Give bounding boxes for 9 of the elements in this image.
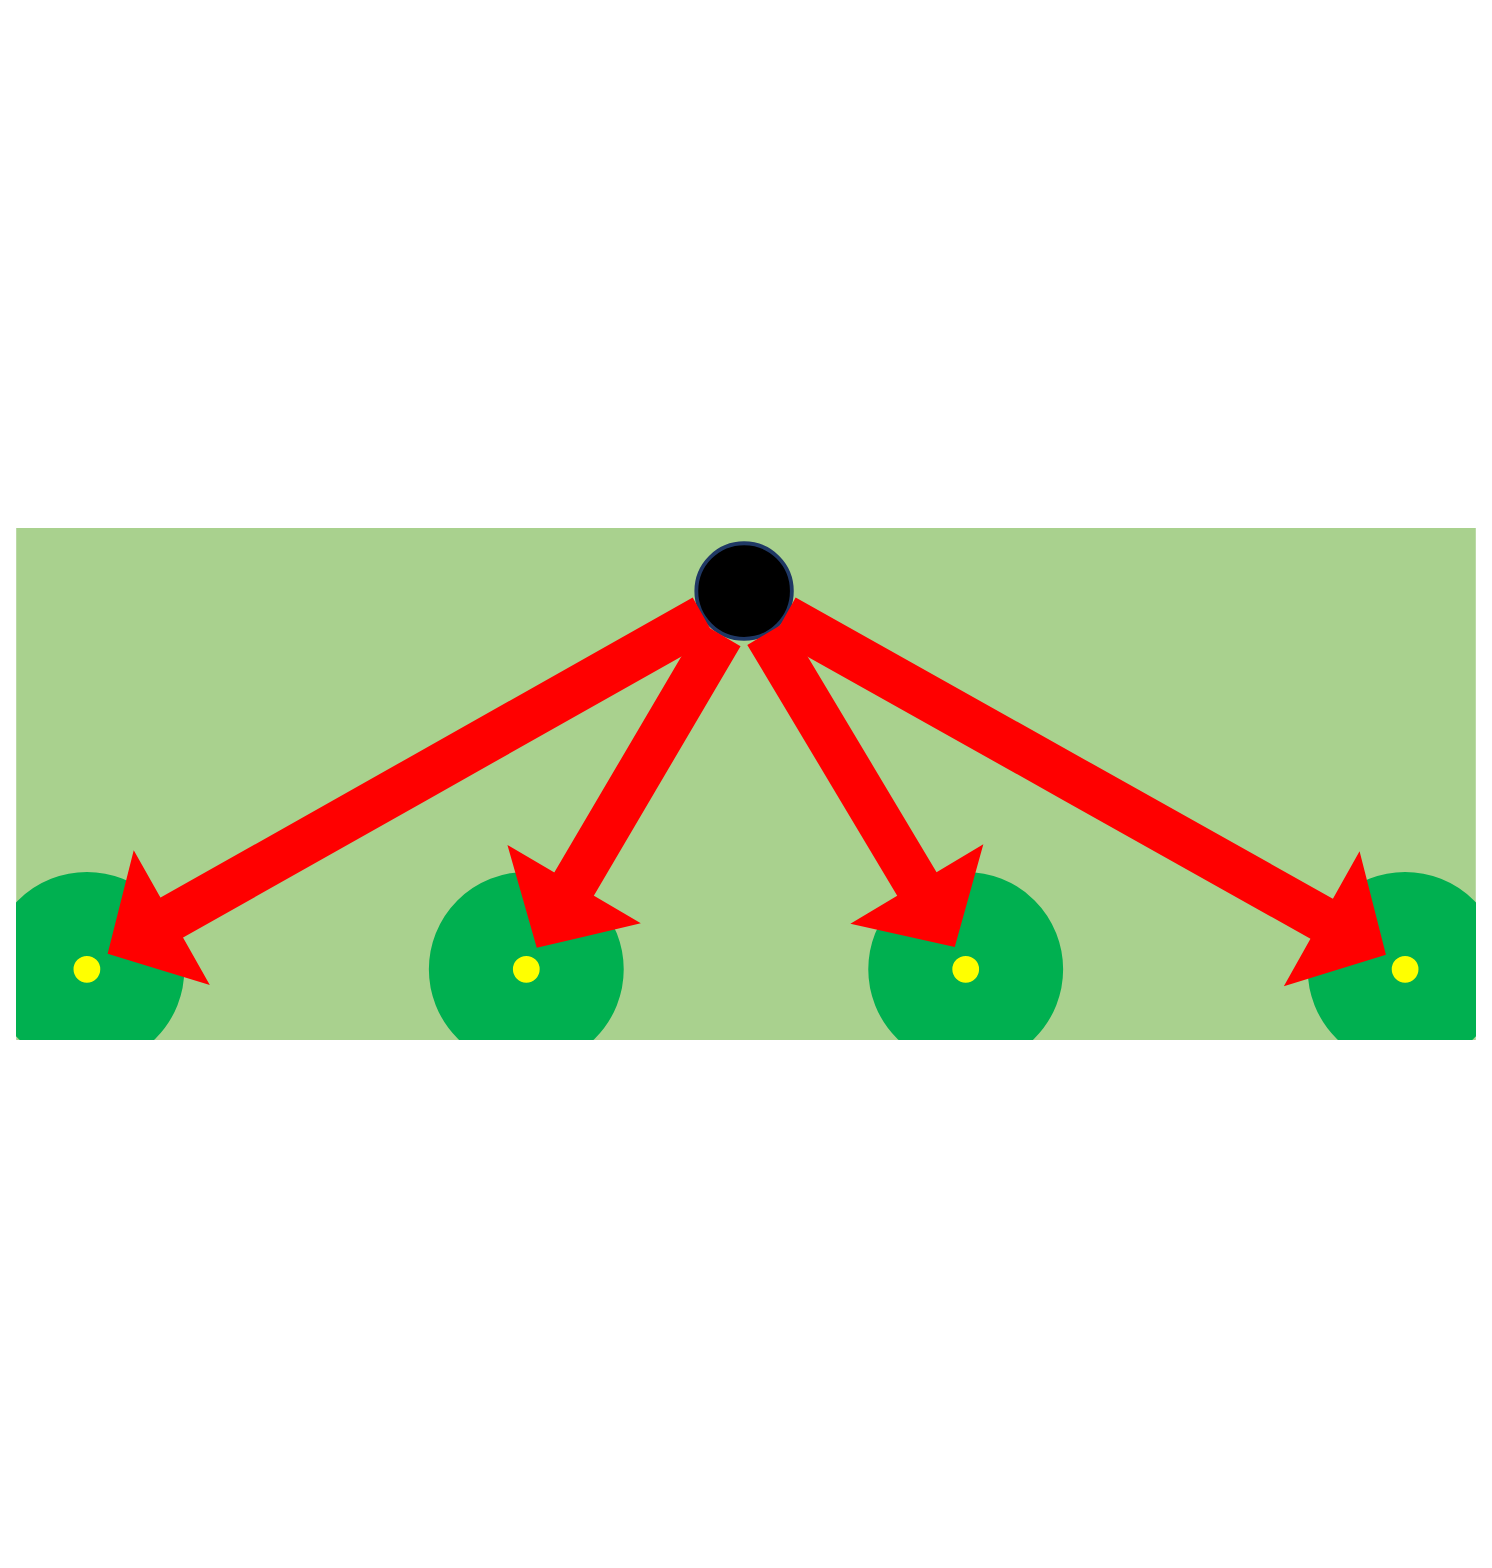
node-circle bbox=[428, 871, 624, 1040]
arrow bbox=[747, 621, 984, 948]
arrow bbox=[507, 622, 741, 948]
node-circle bbox=[868, 871, 1064, 1040]
arrow bbox=[107, 597, 716, 986]
node-circle bbox=[16, 871, 185, 1040]
arrow bbox=[773, 597, 1386, 987]
node-circle bbox=[694, 541, 794, 641]
node-circle bbox=[1307, 871, 1476, 1040]
